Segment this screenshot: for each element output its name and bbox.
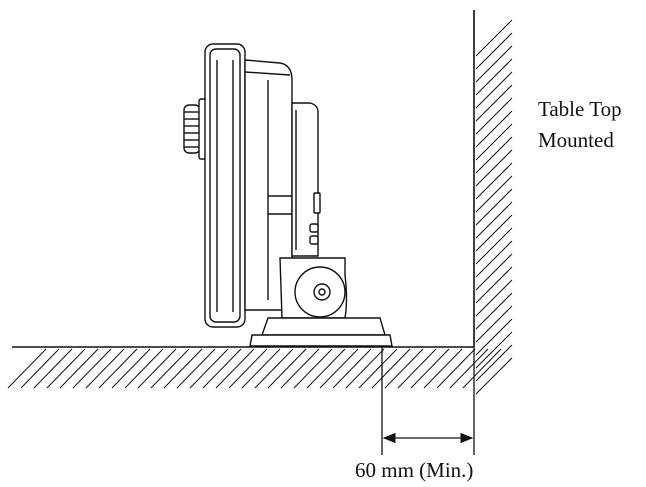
floor-hatch-line [33, 348, 73, 389]
wall-hatch-line [475, 344, 513, 382]
floor-hatch-line [267, 348, 307, 389]
wall-hatch-line [475, 84, 513, 122]
floor-hatch-line [371, 348, 411, 389]
floor-hatch-line [254, 348, 294, 389]
clearance-dimension [381, 347, 475, 455]
wall-hatch-line [475, 175, 513, 213]
floor-hatch-line [449, 348, 489, 389]
wall-hatch-line [475, 201, 513, 239]
wall-hatch-line [475, 188, 513, 226]
wall-hatch-line [475, 253, 513, 291]
floor-hatch-line [7, 348, 47, 389]
wall-hatch-line [475, 331, 513, 369]
floor-hatch-line [176, 348, 216, 389]
floor-hatch-line [59, 348, 99, 389]
wall-hatching [475, 19, 513, 395]
front-panel [204, 43, 246, 328]
floor-hatch-line [215, 348, 255, 389]
wall-hatch-line [475, 357, 513, 395]
floor-hatch-line [163, 348, 203, 389]
floor-hatch-line [436, 348, 476, 389]
floor-hatch-line [228, 348, 268, 389]
floor-hatch-line [332, 348, 372, 389]
rear-housing [291, 102, 321, 257]
floor-hatch-line [345, 348, 385, 389]
wall-hatch-line [475, 305, 513, 343]
floor-hatch-line [124, 348, 164, 389]
floor-hatch-line [384, 348, 424, 389]
wall-hatch-line [475, 292, 513, 330]
floor-hatch-line [397, 348, 437, 389]
floor-hatch-line [280, 348, 320, 389]
wall-hatch-line [475, 227, 513, 265]
floor-hatching [7, 348, 502, 389]
mounting-type-label-line2: Mounted [538, 128, 614, 152]
floor-hatch-line [358, 348, 398, 389]
floor-hatch-line [293, 348, 333, 389]
wall-hatch-line [475, 214, 513, 252]
floor-hatch-line [410, 348, 450, 389]
floor-hatch-line [20, 348, 60, 389]
floor-hatch-line [111, 348, 151, 389]
wall-hatch-line [475, 240, 513, 278]
floor-hatch-line [423, 348, 463, 389]
wall-hatch-line [475, 71, 513, 109]
wall-hatch-line [475, 19, 513, 57]
wall-hatch-line [475, 279, 513, 317]
wall-hatch-line [475, 123, 513, 161]
floor-hatch-line [85, 348, 125, 389]
floor-hatch-line [202, 348, 242, 389]
wall-hatch-line [475, 110, 513, 148]
floor-hatch-line [189, 348, 229, 389]
floor-hatch-line [137, 348, 177, 389]
wall-hatch-line [475, 162, 513, 200]
floor-hatch-line [72, 348, 112, 389]
floor-hatch-line [98, 348, 138, 389]
wall-hatch-line [475, 45, 513, 83]
clearance-label: 60 mm (Min.) [355, 458, 474, 482]
wall-hatch-line [475, 136, 513, 174]
wall-hatch-line [475, 318, 513, 356]
base-plate [249, 317, 393, 347]
wall-hatch-line [475, 97, 513, 135]
radio-unit [183, 43, 393, 347]
floor-hatch-line [319, 348, 359, 389]
wall-hatch-line [475, 58, 513, 96]
wall-hatch-line [475, 32, 513, 70]
floor-hatch-line [46, 348, 86, 389]
wall-hatch-line [475, 266, 513, 304]
knob [183, 98, 208, 160]
mounting-bracket [279, 257, 348, 319]
floor-hatch-line [306, 348, 346, 389]
floor-hatch-line [462, 348, 502, 389]
mounting-type-label-line1: Table Top [538, 97, 622, 121]
floor-hatch-line [241, 348, 281, 389]
wall-hatch-line [475, 149, 513, 187]
floor-hatch-line [150, 348, 190, 389]
